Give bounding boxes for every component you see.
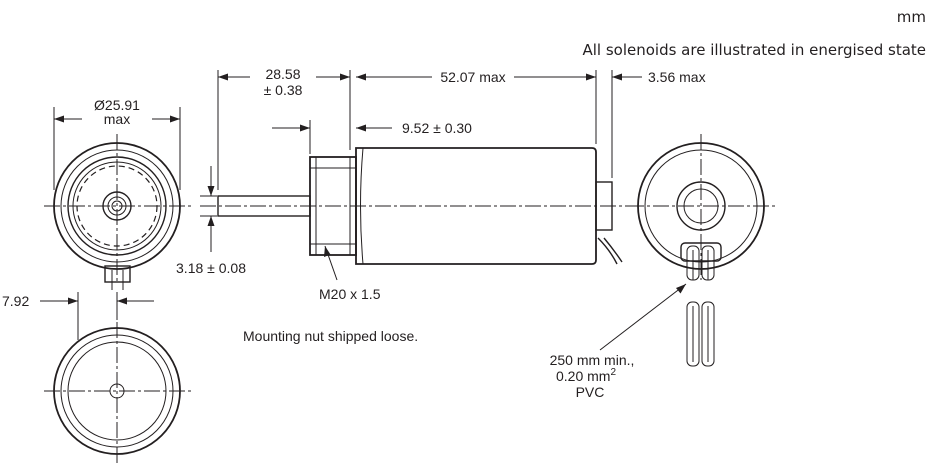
body-length-value: 52.07 max xyxy=(440,69,505,85)
plunger-diameter-dimension: 3.18 ± 0.08 xyxy=(176,166,246,276)
thread-spec-label: M20 x 1.5 xyxy=(319,286,381,302)
body-length-dimension: 52.07 max xyxy=(356,69,597,144)
wire-spec-line3: PVC xyxy=(576,384,605,400)
wire-spec-superscript: 2 xyxy=(610,367,616,378)
diameter-dimension: Ø25.91 max xyxy=(53,97,181,190)
rear-cap-dimension: 3.56 max xyxy=(576,69,706,178)
thread-length-dimension: 9.52 ± 0.30 xyxy=(272,120,472,154)
unit-label: mm xyxy=(896,8,926,26)
nut-length-tolerance: ± 0.38 xyxy=(264,82,303,98)
mounting-note: Mounting nut shipped loose. xyxy=(243,328,418,344)
bottom-end-view xyxy=(44,322,192,464)
plunger-diameter-value: 3.18 ± 0.08 xyxy=(176,260,246,276)
rear-cap-value: 3.56 max xyxy=(648,69,706,85)
offset-dimension: 7.92 xyxy=(2,292,154,340)
nut-length-dimension: 28.58 ± 0.38 xyxy=(217,66,351,190)
thread-spec-callout: M20 x 1.5 xyxy=(319,245,381,302)
wire-spec-line2: 0.20 mm2 xyxy=(556,367,616,384)
rear-end-view xyxy=(628,134,776,367)
diameter-value: Ø25.91 xyxy=(94,97,140,113)
diameter-suffix: max xyxy=(104,111,130,127)
thread-length-value: 9.52 ± 0.30 xyxy=(402,120,472,136)
side-view xyxy=(200,147,636,265)
wire-spec-callout: 250 mm min., 0.20 mm2 PVC xyxy=(550,283,687,400)
nut-length-value: 28.58 xyxy=(265,66,300,82)
front-end-view xyxy=(44,134,192,290)
energised-state-note: All solenoids are illustrated in energis… xyxy=(582,41,926,59)
wire-spec-line1: 250 mm min., xyxy=(550,352,635,368)
offset-value: 7.92 xyxy=(2,293,29,309)
